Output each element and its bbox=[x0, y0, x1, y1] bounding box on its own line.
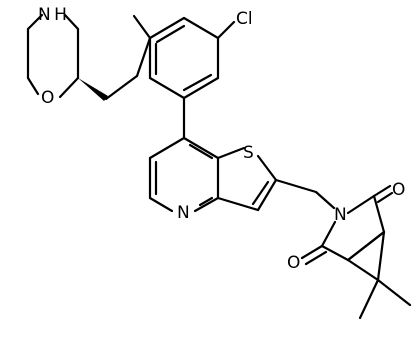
bond bbox=[26, 13, 44, 31]
atom-label-nh: N H bbox=[38, 5, 67, 25]
bond bbox=[216, 146, 246, 160]
atom-label-n-imide: N bbox=[334, 205, 347, 225]
bond-lines bbox=[26, 13, 412, 320]
double-bond-inner bbox=[182, 73, 213, 92]
atom-label-n-pyridine: N bbox=[177, 203, 190, 223]
bond bbox=[256, 154, 278, 182]
bond bbox=[193, 196, 220, 213]
atom-label-o-carbonyl-upper: O bbox=[392, 180, 405, 200]
bond bbox=[320, 220, 337, 248]
bond bbox=[182, 16, 220, 40]
bond bbox=[182, 76, 220, 100]
bond bbox=[274, 178, 318, 194]
double-bond-inner bbox=[155, 24, 186, 44]
stereo-wedge-bond bbox=[78, 78, 108, 101]
bond bbox=[104, 74, 139, 101]
carbonyl-bond bbox=[304, 250, 328, 266]
bond bbox=[314, 190, 336, 210]
double-bond-inner bbox=[251, 180, 270, 206]
bond bbox=[256, 178, 278, 212]
carbonyl-bond bbox=[300, 244, 324, 260]
bond bbox=[135, 36, 152, 78]
bond bbox=[358, 278, 380, 320]
atom-label-o-morpholine: O bbox=[41, 88, 54, 108]
bond bbox=[182, 136, 220, 160]
bond bbox=[148, 196, 174, 213]
bond bbox=[58, 76, 80, 99]
bond bbox=[26, 76, 40, 96]
bond bbox=[216, 196, 260, 212]
carbonyl-bond bbox=[372, 184, 392, 198]
atom-label-cl: Cl bbox=[236, 9, 253, 29]
bond bbox=[148, 16, 186, 40]
bond bbox=[148, 136, 186, 160]
bond bbox=[132, 14, 152, 40]
atom-label-o-carbonyl-lower: O bbox=[287, 253, 300, 273]
bond bbox=[346, 194, 376, 215]
bond bbox=[320, 244, 350, 262]
bond bbox=[346, 230, 386, 262]
bond bbox=[346, 258, 380, 282]
bond bbox=[376, 230, 386, 282]
atom-label-s: S bbox=[243, 143, 254, 163]
bond bbox=[376, 278, 412, 307]
bond bbox=[148, 76, 186, 100]
carbonyl-bond bbox=[376, 191, 394, 204]
atom-labels: N H O Cl S N N O O bbox=[38, 5, 405, 273]
bond bbox=[216, 20, 236, 40]
double-bond-inner bbox=[198, 196, 214, 207]
double-bond-inner bbox=[188, 143, 214, 160]
bond bbox=[372, 194, 386, 234]
bond bbox=[63, 13, 80, 31]
